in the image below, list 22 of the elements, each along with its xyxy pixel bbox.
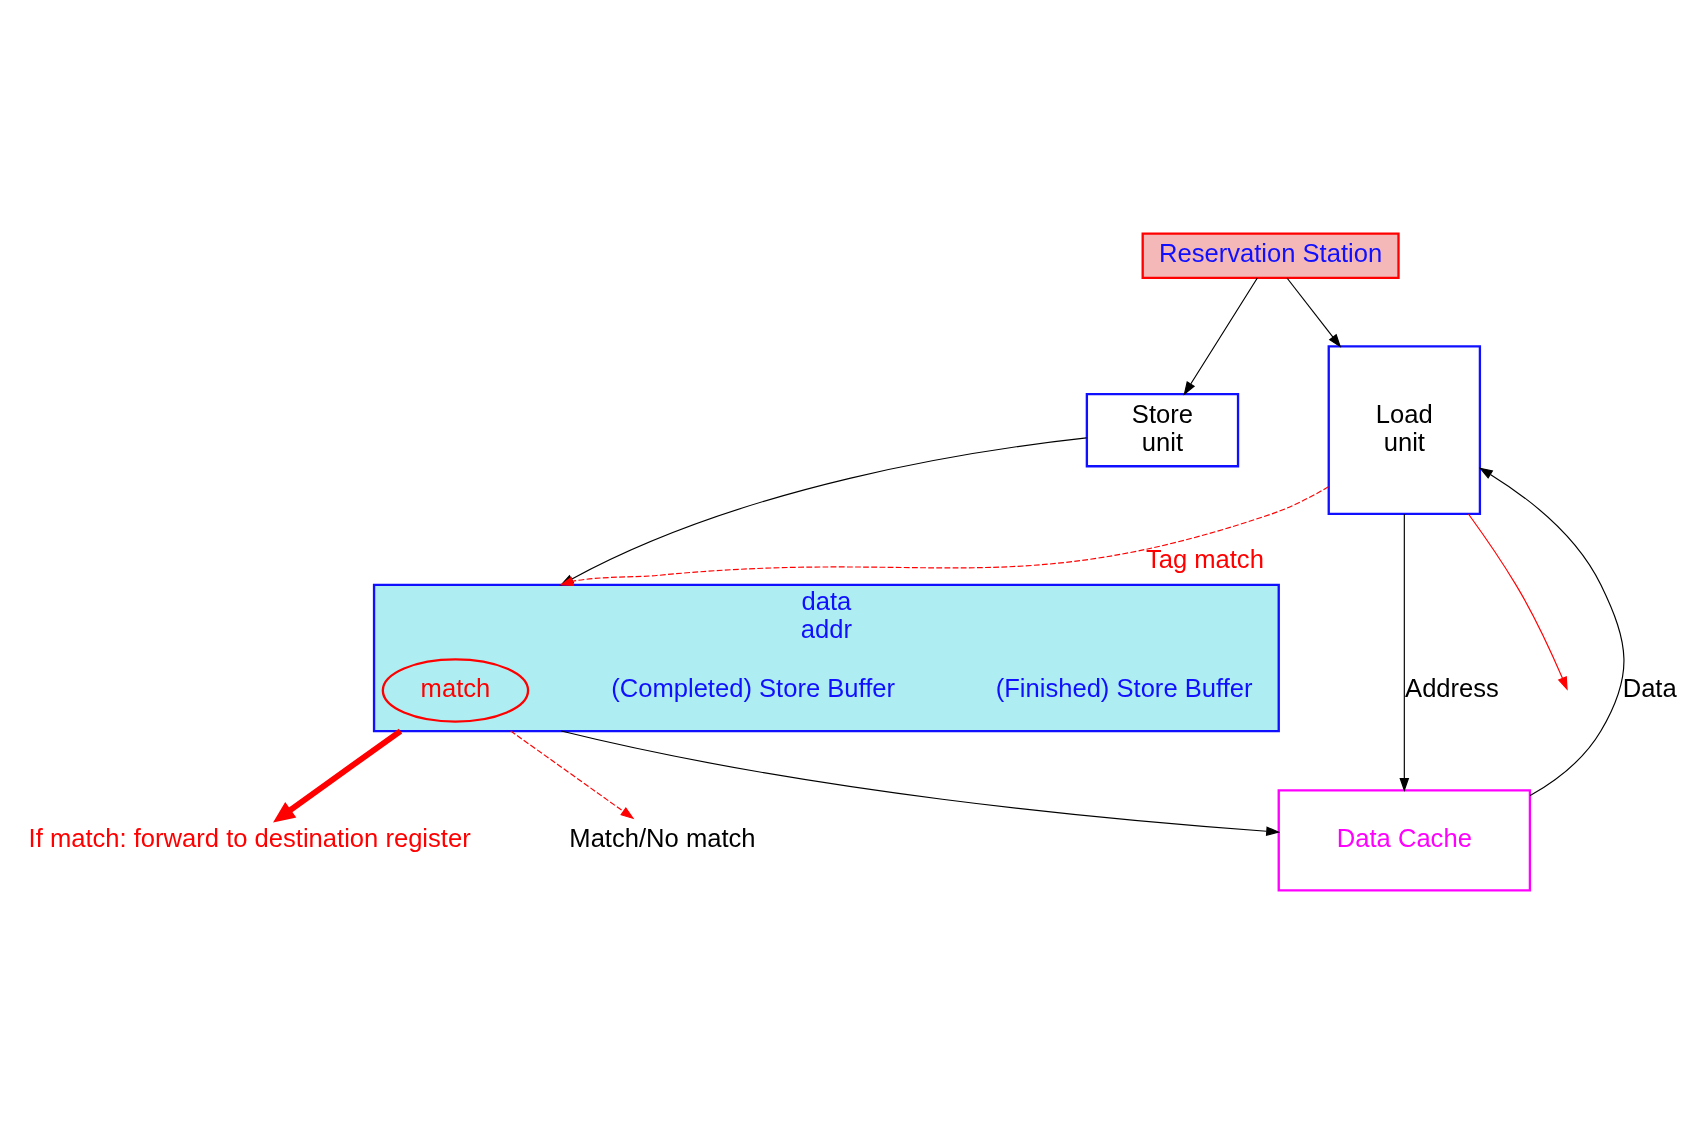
arrow [560, 729, 1281, 836]
node-text: If match: forward to destination register [28, 823, 471, 852]
edge-label: Address [1405, 673, 1499, 702]
node-box: Load unit [1327, 344, 1482, 515]
node-label: (Finished) Store Buffer [995, 673, 1253, 702]
arrow [559, 485, 1330, 586]
node-ellipse: match [381, 657, 530, 723]
node-label: (Completed) Store Buffer [611, 673, 896, 702]
node-box: Data Cache [1277, 788, 1532, 891]
node-box: Reservation Station [1141, 232, 1400, 279]
arrow [1286, 276, 1342, 348]
arrow [1467, 512, 1568, 691]
arrow [559, 436, 1088, 586]
arrow [510, 729, 635, 819]
arrow [1399, 513, 1410, 792]
edge-label: Data [1622, 673, 1677, 702]
edge-label: Tag match [1145, 544, 1264, 573]
arrow [1183, 276, 1258, 395]
node-box: Store unit [1085, 392, 1240, 467]
node-text: Match/No match [569, 823, 756, 852]
arrow [1478, 466, 1625, 796]
arrow [273, 728, 403, 822]
